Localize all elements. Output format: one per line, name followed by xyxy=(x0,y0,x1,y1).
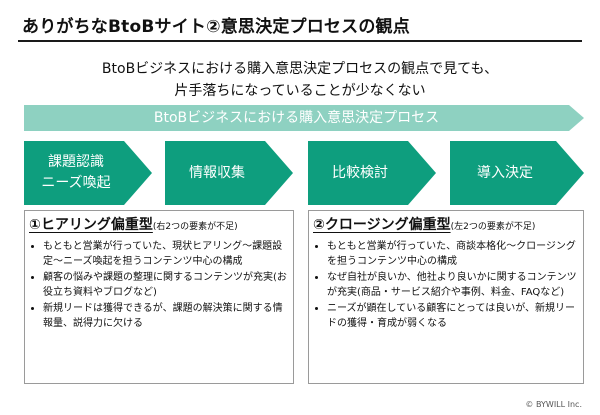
step-information-gathering: 情報収集 xyxy=(165,141,293,205)
step-chevron-1 xyxy=(24,141,152,205)
process-banner: BtoBビジネスにおける購入意思決定プロセス xyxy=(24,105,584,131)
list-item: もともと営業が行っていた、商談本格化～クロージングを担うコンテンツ中心の構成 xyxy=(327,239,577,269)
title-underline xyxy=(18,40,582,42)
step-comparison: 比較検討 xyxy=(308,141,436,205)
step-1-line-2: ニーズ喚起 xyxy=(41,175,111,191)
step-1-line-1: 課題認識 xyxy=(48,154,104,170)
process-steps: 課題認識ニーズ喚起 情報収集 比較検討 導入決定 xyxy=(24,141,584,205)
step-label-1: 課題認識ニーズ喚起 xyxy=(24,141,128,205)
list-item: 新規リードは獲得できるが、課題の解決策に関する情報量、説得力に欠ける xyxy=(43,301,287,331)
list-item: なぜ自社が良いか、他社より良いかに関するコンテンツが充実(商品・サービス紹介や事… xyxy=(327,270,577,300)
panel-1-title: ①ヒアリング偏重型 xyxy=(29,217,153,233)
panel-2-heading: ②クロージング偏重型(左2つの要素が不足) xyxy=(313,214,535,234)
panel-hearing-heavy: ①ヒアリング偏重型(右2つの要素が不足) もともと営業が行っていた、現状ヒアリン… xyxy=(24,210,294,384)
panel-2-title: ②クロージング偏重型 xyxy=(313,217,451,233)
step-chevron-4 xyxy=(450,141,584,205)
step-label-4: 導入決定 xyxy=(477,164,533,181)
list-item: もともと営業が行っていた、現状ヒアリング～課題設定～ニーズ喚起を担うコンテンツ中… xyxy=(43,239,287,269)
panel-1-bullets: もともと営業が行っていた、現状ヒアリング～課題設定～ニーズ喚起を担うコンテンツ中… xyxy=(31,239,287,332)
step-label-2: 情報収集 xyxy=(189,164,245,181)
panel-1-heading: ①ヒアリング偏重型(右2つの要素が不足) xyxy=(29,214,238,234)
step-decision: 導入決定 xyxy=(450,141,584,205)
panel-2-note: (左2つの要素が不足) xyxy=(450,222,536,232)
copyright: © BYWILL Inc. xyxy=(525,400,582,409)
slide-title: ありがちなBtoBサイト②意思決定プロセスの観点 xyxy=(22,17,410,37)
panel-1-note: (右2つの要素が不足) xyxy=(152,222,238,232)
panel-closing-heavy: ②クロージング偏重型(左2つの要素が不足) もともと営業が行っていた、商談本格化… xyxy=(308,210,584,384)
list-item: 顧客の悩みや課題の整理に関するコンテンツが充実(お役立ち資料やブログなど) xyxy=(43,270,287,300)
step-label-3: 比較検討 xyxy=(332,164,388,181)
list-item: ニーズが顕在している顧客にとっては良いが、新規リードの獲得・育成が弱くなる xyxy=(327,301,577,331)
subtitle-line-1: BtoBビジネスにおける購入意思決定プロセスの観点で見ても、 xyxy=(101,61,499,77)
subtitle: BtoBビジネスにおける購入意思決定プロセスの観点で見ても、 片手落ちになってい… xyxy=(0,58,600,102)
step-problem-recognition: 課題認識ニーズ喚起 xyxy=(24,141,152,205)
subtitle-line-2: 片手落ちになっていることが少なくない xyxy=(174,83,426,99)
banner-label: BtoBビジネスにおける購入意思決定プロセス xyxy=(153,110,440,126)
step-chevron-2 xyxy=(165,141,293,205)
step-chevron-3 xyxy=(308,141,436,205)
banner-arrow-shape xyxy=(24,105,584,131)
panel-2-bullets: もともと営業が行っていた、商談本格化～クロージングを担うコンテンツ中心の構成 な… xyxy=(315,239,577,332)
